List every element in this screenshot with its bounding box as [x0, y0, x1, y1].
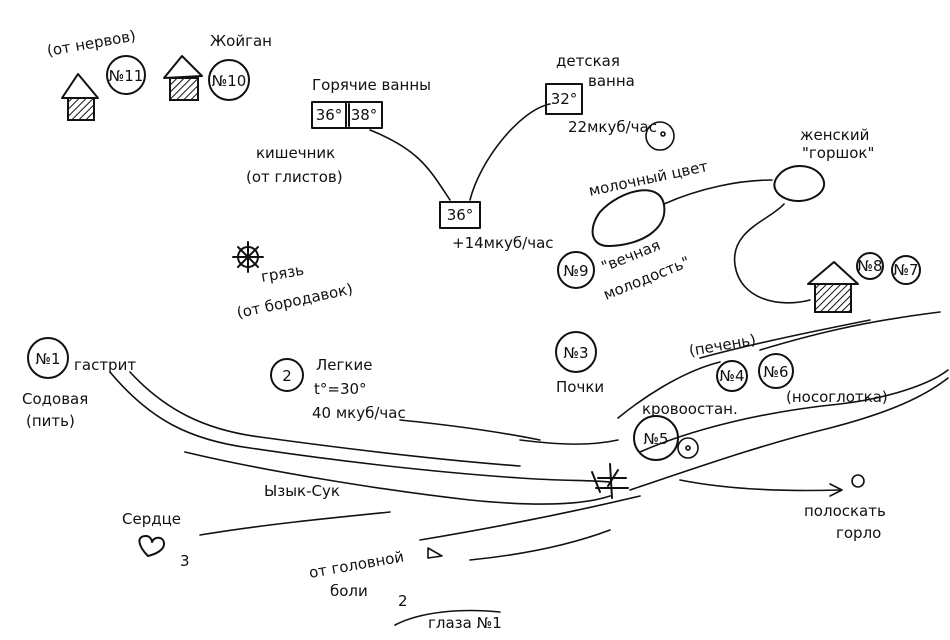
label-soda-1: Содовая — [22, 390, 88, 408]
bridge-icon — [591, 463, 629, 499]
mud-icon — [232, 241, 264, 273]
circle-n11: №11 — [106, 55, 146, 95]
circle-n10: №10 — [208, 59, 250, 101]
small-spring-icon — [645, 121, 675, 151]
label-female-pot-1: женский — [800, 126, 869, 144]
circle-n5-label: №5 — [643, 430, 668, 448]
label-mud-2: (от бородавок) — [235, 280, 354, 322]
circle-n11-label: №11 — [109, 67, 144, 85]
label-lungs: Легкие — [316, 356, 372, 374]
circle-small-dot — [677, 437, 699, 459]
label-rinse-2: горло — [836, 524, 881, 542]
rinse-spring-icon — [851, 474, 865, 488]
label-flow-14: +14мкуб/час — [452, 234, 554, 252]
circle-n7: №7 — [891, 255, 921, 285]
label-headache-2: боли — [330, 582, 368, 600]
circle-n2-label: 2 — [282, 367, 292, 385]
child-bath-temp: 32° — [551, 90, 578, 108]
label-rinse-1: полоскать — [804, 502, 886, 520]
circle-n9-label: №9 — [563, 262, 588, 280]
hot-baths-boxes — [311, 101, 383, 129]
label-heart: Сердце — [122, 510, 181, 528]
label-kidneys: Почки — [556, 378, 604, 396]
label-lungs-temp: t°=30° — [314, 380, 367, 398]
label-headache-1: от головной — [308, 548, 406, 582]
label-kishechnik-1: кишечник — [256, 144, 335, 162]
house-icon-8 — [807, 261, 859, 313]
milk-pool-shape — [591, 189, 666, 248]
hot-bath-temp-1: 36° — [316, 106, 343, 124]
label-river: Ызык-Сук — [264, 482, 340, 500]
label-zhoygan: Жойган — [210, 32, 272, 50]
circle-n10-label: №10 — [212, 72, 247, 90]
house-icon-11 — [61, 73, 99, 121]
river-lines — [109, 311, 949, 626]
center-bath-temp: 36° — [447, 206, 474, 224]
label-soda-2: (пить) — [26, 412, 75, 430]
circle-n3: №3 — [555, 331, 597, 373]
label-heart-num: 3 — [180, 552, 190, 570]
hot-bath-temp-2: 38° — [351, 106, 378, 124]
circle-n9: №9 — [557, 251, 595, 289]
triangle-icon — [427, 547, 443, 559]
label-female-pot-2: "горшок" — [802, 144, 874, 162]
circle-n1: №1 — [27, 337, 69, 379]
label-ot-nervov: (от нервов) — [46, 27, 138, 60]
heart-icon — [138, 535, 165, 557]
label-child-bath-1: детская — [556, 52, 620, 70]
female-pot-shape — [773, 164, 826, 202]
circle-n3-label: №3 — [563, 344, 588, 362]
center-bath-box — [439, 201, 481, 229]
circle-n6: №6 — [758, 353, 794, 389]
label-hot-baths: Горячие ванны — [312, 76, 431, 94]
child-bath-box — [545, 83, 583, 115]
circle-n4-label: №4 — [719, 367, 744, 385]
circle-n4: №4 — [716, 360, 748, 392]
circle-n1-label: №1 — [35, 350, 60, 368]
circle-n7-label: №7 — [893, 261, 918, 279]
circle-n8-label: №8 — [857, 257, 882, 275]
label-eyes: глаза №1 — [428, 614, 502, 632]
label-mud-1: грязь — [260, 261, 306, 286]
label-blood: кровоостан. — [642, 400, 738, 418]
label-lungs-flow: 40 мкуб/час — [312, 404, 406, 422]
label-child-bath-2: ванна — [588, 72, 635, 90]
house-icon-10 — [163, 55, 203, 101]
circle-n6-label: №6 — [763, 363, 788, 381]
label-gastrit: гастрит — [74, 356, 136, 374]
circle-n8: №8 — [856, 252, 884, 280]
label-kishechnik-2: (от глистов) — [246, 168, 343, 186]
label-eyes-num: 2 — [398, 592, 408, 610]
label-liver: (печень) — [688, 330, 758, 359]
label-flow-22: 22мкуб/час — [568, 118, 657, 136]
label-nasopharynx: (носоглотка) — [786, 388, 888, 406]
circle-n5: №5 — [633, 415, 679, 461]
circle-n2: 2 — [270, 358, 304, 392]
